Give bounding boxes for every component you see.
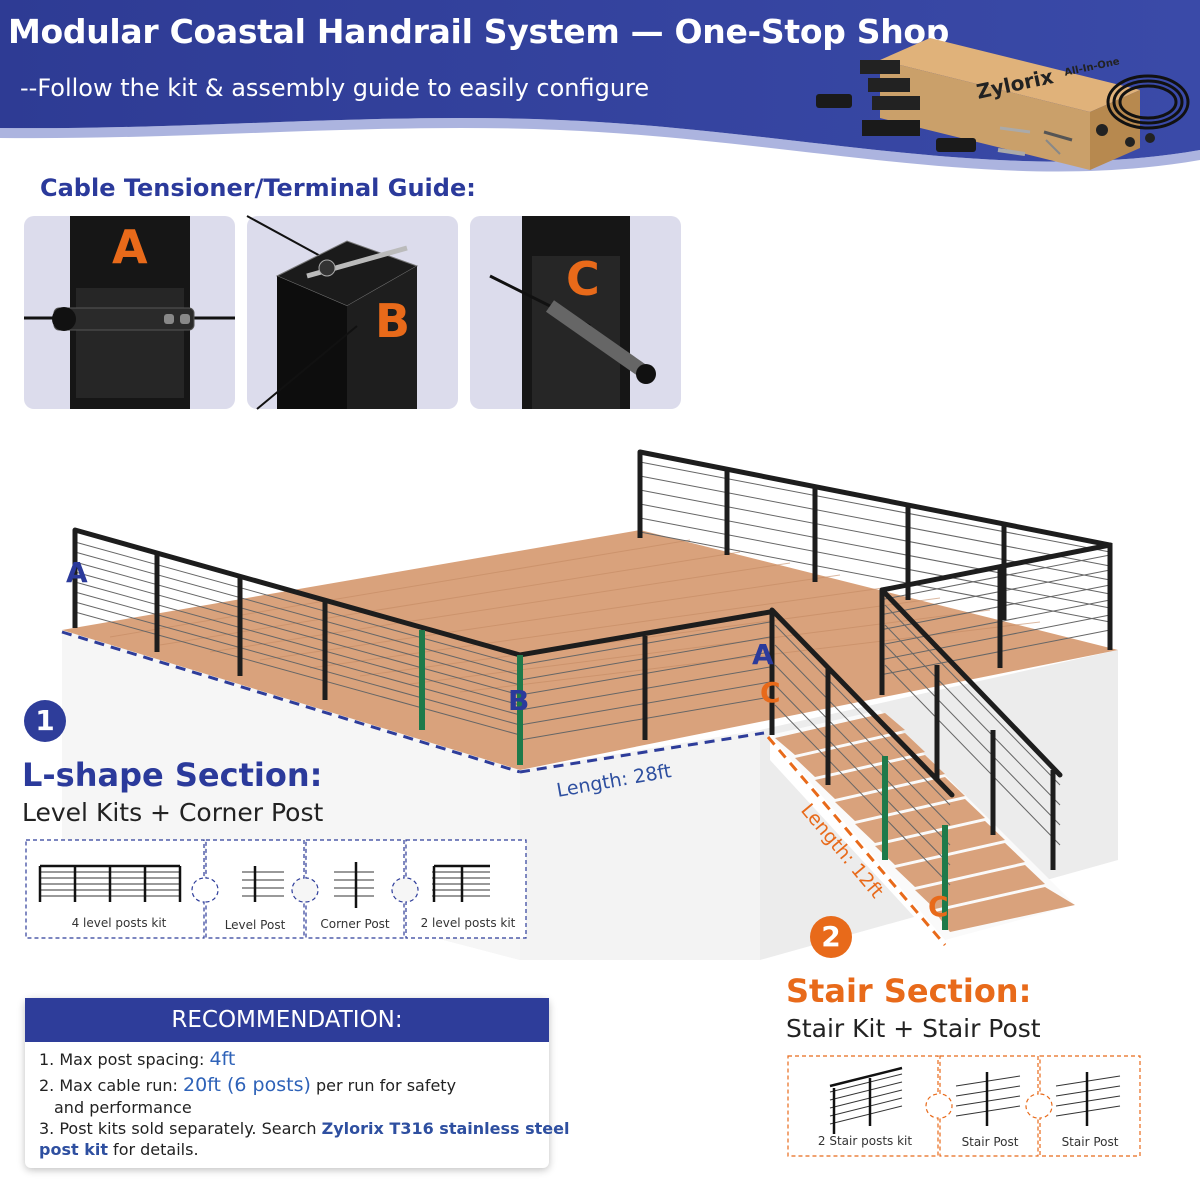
guide-tile-b: B	[246, 215, 458, 410]
guide-tile-a: A	[24, 216, 235, 409]
marker-c-top: C	[760, 676, 781, 709]
kit-label-2-level-posts: 2 level posts kit	[420, 916, 516, 930]
marker-a-stair: A	[752, 638, 774, 671]
recommendation-header: RECOMMENDATION:	[25, 998, 549, 1042]
lshape-title: L-shape Section:	[22, 756, 323, 794]
product-box-image	[816, 38, 1190, 170]
tile-label-c: C	[566, 252, 600, 306]
tile-label-b: B	[375, 294, 411, 348]
kit-label-4-level-posts: 4 level posts kit	[71, 916, 167, 930]
rec-item3-text: 3. Post kits sold separately. Search	[39, 1119, 322, 1138]
stair-title: Stair Section:	[786, 972, 1032, 1010]
kit-label-level-post: Level Post	[224, 918, 286, 932]
kit-label-stair-post-2: Stair Post	[1061, 1135, 1119, 1149]
rec-item2-value: 20ft (6 posts)	[182, 1074, 311, 1096]
lshape-kit-cards	[25, 839, 527, 939]
rec-item3-link-a[interactable]: Zylorix T316 stainless steel	[321, 1119, 570, 1138]
rec-item1-value: 4ft	[209, 1048, 236, 1070]
kit-label-stair-post-1: Stair Post	[961, 1135, 1019, 1149]
recommendation-item-1: 1. Max post spacing: 4ft	[39, 1048, 235, 1070]
lshape-subtitle: Level Kits + Corner Post	[22, 798, 324, 827]
recommendation-item-2-cont: and performance	[54, 1098, 192, 1117]
marker-b-left: B	[508, 684, 530, 717]
rec-item2-suffix: per run for safety	[310, 1076, 457, 1095]
page-subtitle: --Follow the kit & assembly guide to eas…	[20, 74, 650, 102]
recommendation-box: RECOMMENDATION: 1. Max post spacing: 4ft…	[25, 998, 569, 1168]
rec-item1-text: 1. Max post spacing:	[39, 1050, 210, 1069]
recommendation-item-3: 3. Post kits sold separately. Search Zyl…	[39, 1119, 569, 1138]
section-number-2: 2	[810, 916, 852, 958]
guide-tile-c: C	[470, 216, 681, 409]
kit-label-corner-post: Corner Post	[320, 917, 390, 931]
tile-label-a: A	[112, 220, 148, 274]
recommendation-item-3-cont: post kit for details.	[39, 1140, 199, 1159]
stair-subtitle: Stair Kit + Stair Post	[786, 1014, 1041, 1043]
page-title: Modular Coastal Handrail System — One-St…	[8, 12, 950, 51]
marker-c-bottom: C	[928, 890, 949, 923]
rec-item2-text: 2. Max cable run:	[39, 1076, 183, 1095]
rec-item3-link-b[interactable]: post kit	[39, 1140, 108, 1159]
section-number-1: 1	[24, 700, 66, 742]
rec-item3-suffix: for details.	[107, 1140, 199, 1159]
marker-a-left: A	[66, 556, 88, 589]
kit-label-2-stair-posts: 2 Stair posts kit	[817, 1134, 913, 1148]
recommendation-item-2: 2. Max cable run: 20ft (6 posts) per run…	[39, 1074, 456, 1096]
guide-heading: Cable Tensioner/Terminal Guide:	[40, 174, 476, 202]
stair-kit-cards	[787, 1055, 1141, 1157]
